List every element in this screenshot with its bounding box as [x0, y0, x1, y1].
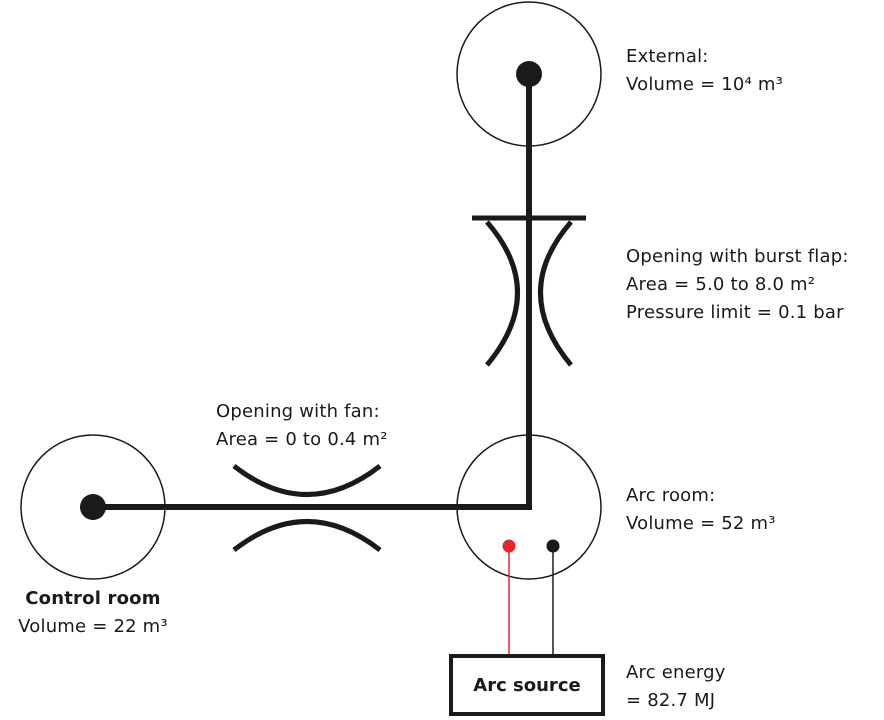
arc-energy-value: = 82.7 MJ [626, 690, 716, 711]
arc-source-box: Arc source [449, 654, 605, 716]
burst-flap-right-arc [538, 220, 573, 367]
external-volume: Volume = 10⁴ m³ [626, 74, 784, 95]
red-connector-dot [502, 539, 516, 553]
black-connector-dot [546, 539, 560, 553]
control-room-node [80, 494, 106, 520]
arc-source-label: Arc source [473, 674, 581, 696]
external-node [516, 61, 542, 87]
fan-title: Opening with fan: [216, 401, 380, 422]
fan-lower-arc [232, 519, 382, 552]
control-room-label: Control room Volume = 22 m³ [0, 585, 186, 641]
external-title: External: [626, 46, 709, 67]
arc-room-title: Arc room: [626, 485, 716, 506]
arc-energy-title: Arc energy [626, 662, 726, 683]
burst-flap-area: Area = 5.0 to 8.0 m² [626, 274, 816, 295]
arc-room-volume: Volume = 52 m³ [626, 513, 776, 534]
external-label: External: Volume = 10⁴ m³ [626, 43, 783, 99]
fan-upper-arc [232, 464, 382, 497]
arc-energy-label: Arc energy = 82.7 MJ [626, 659, 726, 715]
fan-label: Opening with fan: Area = 0 to 0.4 m² [216, 398, 388, 454]
burst-flap-left-arc [485, 220, 520, 367]
fan-area: Area = 0 to 0.4 m² [216, 429, 388, 450]
burst-flap-label: Opening with burst flap: Area = 5.0 to 8… [626, 243, 849, 327]
control-room-title: Control room [25, 588, 161, 609]
burst-flap-pressure: Pressure limit = 0.1 bar [626, 302, 844, 323]
arc-room-label: Arc room: Volume = 52 m³ [626, 482, 776, 538]
burst-flap-title: Opening with burst flap: [626, 246, 849, 267]
control-room-volume: Volume = 22 m³ [18, 616, 168, 637]
